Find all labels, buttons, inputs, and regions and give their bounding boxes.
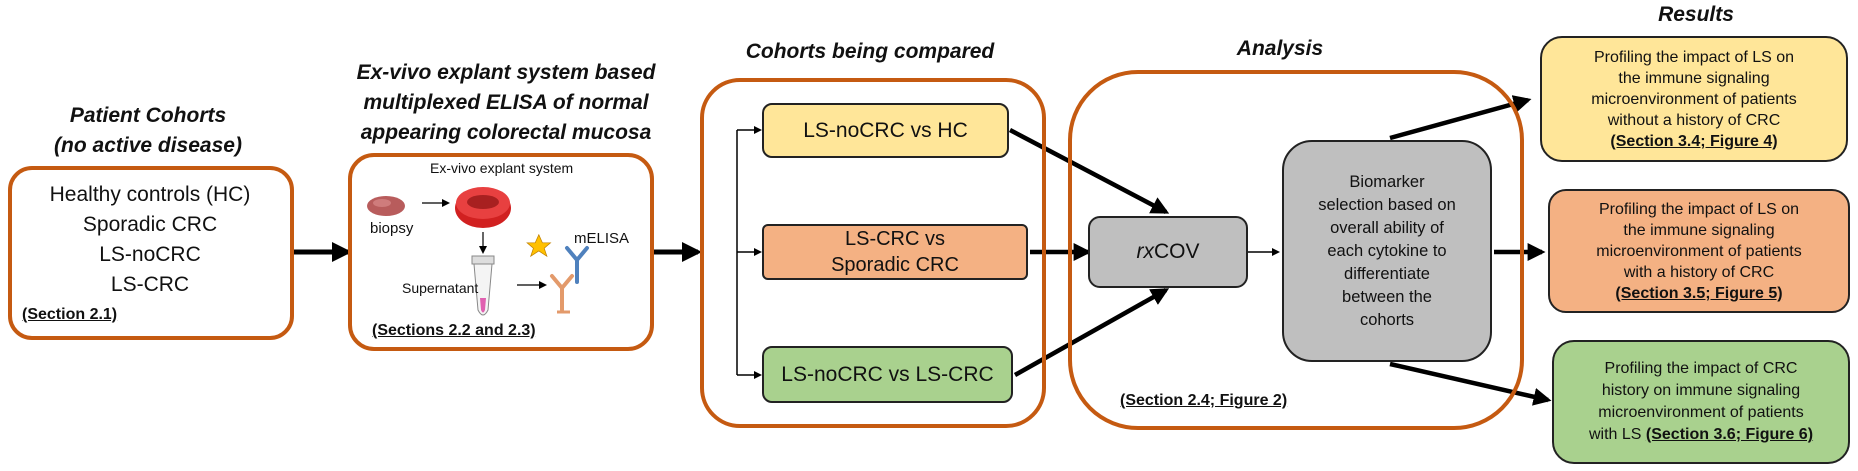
result-line: Profiling the impact of LS on bbox=[1593, 48, 1795, 66]
antibody-icon bbox=[526, 233, 589, 314]
result-line: history on immune signaling bbox=[1601, 382, 1801, 399]
arrow-cohort3-to-rxcov bbox=[1013, 288, 1170, 377]
cohort-comparison-label: LS-noCRC vs HC bbox=[803, 118, 968, 142]
cohorts-heading: Cohorts being compared bbox=[745, 40, 995, 63]
result-card-ls-crc: Profiling the impact of LS on the immune… bbox=[1548, 189, 1850, 313]
patient-heading-line-1: Patient Cohorts bbox=[69, 104, 227, 127]
cohort-comparison-ls-nocrc-vs-ls-crc: LS-noCRC vs LS-CRC bbox=[762, 346, 1013, 403]
result-card-crc-history: Profiling the impact of CRC history on i… bbox=[1552, 340, 1850, 464]
biomarker-line: selection based on bbox=[1318, 195, 1456, 214]
result-line: microenvironment of patients bbox=[1591, 90, 1797, 108]
cohort-comparison-label-line-1: LS-CRC vs bbox=[844, 228, 945, 250]
cohort-comparison-ls-crc-vs-sporadic: LS-CRC vs Sporadic CRC bbox=[762, 224, 1028, 280]
rxcov-label: rxCOV bbox=[1136, 240, 1199, 264]
biomarker-line: between the bbox=[1342, 287, 1432, 306]
result-line: microenvironment of patients bbox=[1598, 404, 1804, 421]
patient-heading: Patient Cohorts (no active disease) bbox=[0, 101, 296, 161]
explant-illustration bbox=[367, 187, 589, 316]
cohorts-frame bbox=[700, 78, 1046, 428]
result-section-ref: (Section 3.6; Figure 6) bbox=[1645, 426, 1814, 443]
results-heading: Results bbox=[1658, 3, 1734, 26]
result-section-ref: (Section 3.4; Figure 4) bbox=[1610, 132, 1778, 150]
biomarker-line: differentiate bbox=[1344, 264, 1430, 283]
result-line: the immune signaling bbox=[1618, 69, 1770, 87]
result-last-prefix: with LS bbox=[1588, 426, 1646, 443]
result-section-ref: (Section 3.5; Figure 5) bbox=[1615, 284, 1783, 302]
result-line: the immune signaling bbox=[1623, 221, 1775, 239]
cohort-ls-nocrc: LS-noCRC bbox=[99, 243, 201, 266]
biomarker-line: cohorts bbox=[1359, 310, 1415, 329]
biopsy-label: biopsy bbox=[370, 220, 414, 237]
analysis-frame bbox=[1068, 70, 1524, 430]
melisa-label: mELISA bbox=[574, 230, 630, 247]
result-line: microenvironment of patients bbox=[1596, 242, 1802, 260]
result-line: without a history of CRC bbox=[1607, 111, 1781, 129]
patient-heading-line-2: (no active disease) bbox=[54, 134, 242, 157]
cohort-comparison-label: LS-noCRC vs LS-CRC bbox=[781, 362, 994, 386]
result-line: with a history of CRC bbox=[1623, 263, 1775, 281]
analysis-section-ref: (Section 2.4; Figure 2) bbox=[1120, 392, 1288, 409]
explant-heading-line-1: Ex-vivo explant system based bbox=[356, 61, 656, 84]
result-card-ls-no-crc: Profiling the impact of LS on the immune… bbox=[1540, 36, 1848, 162]
supernatant-label: Supernatant bbox=[402, 280, 479, 296]
rxcov-italic: rx bbox=[1136, 240, 1154, 263]
biomarker-line: Biomarker bbox=[1349, 172, 1425, 191]
rxcov-rest: COV bbox=[1153, 240, 1200, 263]
result-line: Profiling the impact of LS on bbox=[1598, 200, 1800, 218]
cohort-comparison-label-line-2: Sporadic CRC bbox=[831, 254, 959, 276]
patient-cohort-list: Healthy controls (HC) Sporadic CRC LS-no… bbox=[10, 180, 290, 300]
supernatant-tube-icon bbox=[471, 255, 495, 316]
explant-heading-line-3: appearing colorectal mucosa bbox=[360, 121, 652, 144]
explant-system-label: Ex-vivo explant system bbox=[430, 160, 574, 176]
biomarker-selection-box: Biomarker selection based on overall abi… bbox=[1282, 140, 1492, 362]
arrow-cohort1-to-rxcov bbox=[1008, 128, 1170, 214]
analysis-heading: Analysis bbox=[1236, 37, 1324, 60]
result-line: Profiling the impact of CRC bbox=[1604, 360, 1798, 377]
biomarker-line: overall ability of bbox=[1330, 218, 1444, 237]
rxcov-box: rxCOV bbox=[1088, 216, 1248, 288]
petri-dish-icon bbox=[455, 187, 511, 228]
explant-heading: Ex-vivo explant system based multiplexed… bbox=[340, 58, 672, 148]
cohort-sporadic: Sporadic CRC bbox=[82, 213, 218, 236]
cohort-comparison-ls-nocrc-vs-hc: LS-noCRC vs HC bbox=[762, 103, 1009, 158]
result-last-line: with LS (Section 3.6; Figure 6) bbox=[1589, 424, 1813, 446]
cohort-ls-crc: LS-CRC bbox=[110, 273, 190, 296]
explant-section-ref: (Sections 2.2 and 2.3) bbox=[372, 322, 536, 339]
biomarker-line: each cytokine to bbox=[1327, 241, 1447, 260]
patient-section-ref: (Section 2.1) bbox=[22, 306, 118, 323]
patient-cohorts-box bbox=[8, 166, 294, 340]
explant-box bbox=[348, 153, 654, 351]
explant-heading-line-2: multiplexed ELISA of normal bbox=[363, 91, 649, 114]
cohort-hc: Healthy controls (HC) bbox=[49, 183, 251, 206]
